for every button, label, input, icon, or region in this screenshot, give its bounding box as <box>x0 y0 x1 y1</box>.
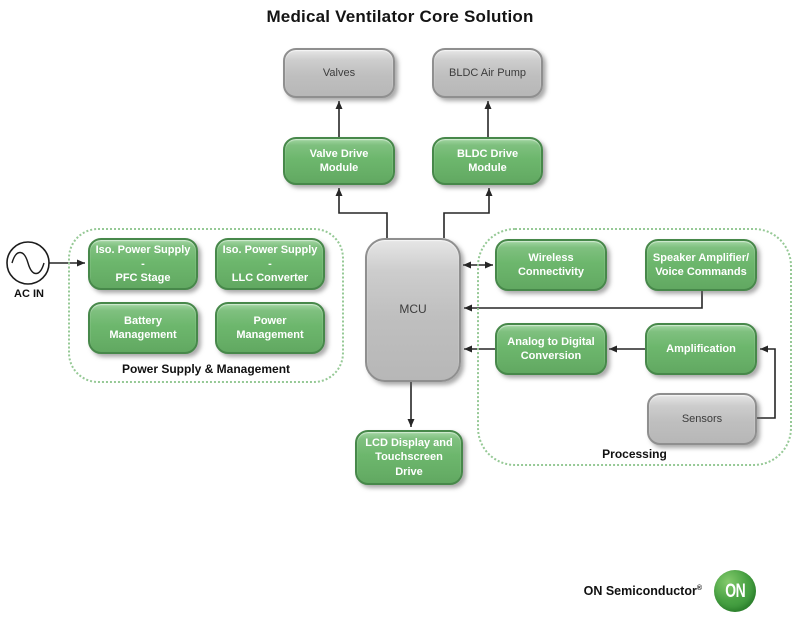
page-title: Medical Ventilator Core Solution <box>266 7 534 26</box>
connector-mcu-to-bldcdrive <box>443 188 493 238</box>
node-speaker-amplifier: Speaker Amplifier/ Voice Commands <box>645 239 757 291</box>
group-processing-label: Processing <box>602 447 667 461</box>
brand-text: ON Semiconductor® <box>540 584 702 598</box>
group-power-supply: Power Supply & Management <box>68 228 344 383</box>
registered-mark: ® <box>696 584 702 592</box>
on-semiconductor-logo-icon: ON <box>714 570 756 612</box>
node-iso-power-supply-pfc: Iso. Power Supply - PFC Stage <box>88 238 198 290</box>
group-power-supply-label: Power Supply & Management <box>121 362 291 376</box>
logo-badge-text: ON <box>724 579 746 602</box>
node-valves: Valves <box>283 48 395 98</box>
node-amplification: Amplification <box>645 323 757 375</box>
ac-source-icon <box>6 241 50 285</box>
node-lcd-display: LCD Display and Touchscreen Drive <box>355 430 463 485</box>
node-battery-management: Battery Management <box>88 302 198 354</box>
node-valve-drive-module: Valve Drive Module <box>283 137 395 185</box>
connector-mcu-to-valvedrive <box>335 188 388 238</box>
node-mcu: MCU <box>365 238 461 382</box>
ac-in-label: AC IN <box>14 288 44 300</box>
node-bldc-drive-module: BLDC Drive Module <box>432 137 543 185</box>
node-wireless-connectivity: Wireless Connectivity <box>495 239 607 291</box>
brand-name: ON Semiconductor <box>583 584 697 598</box>
group-processing: Processing <box>477 228 792 466</box>
node-power-management: Power Management <box>215 302 325 354</box>
node-analog-to-digital: Analog to Digital Conversion <box>495 323 607 375</box>
node-bldc-air-pump: BLDC Air Pump <box>432 48 543 98</box>
node-iso-power-supply-llc: Iso. Power Supply - LLC Converter <box>215 238 325 290</box>
node-sensors: Sensors <box>647 393 757 445</box>
